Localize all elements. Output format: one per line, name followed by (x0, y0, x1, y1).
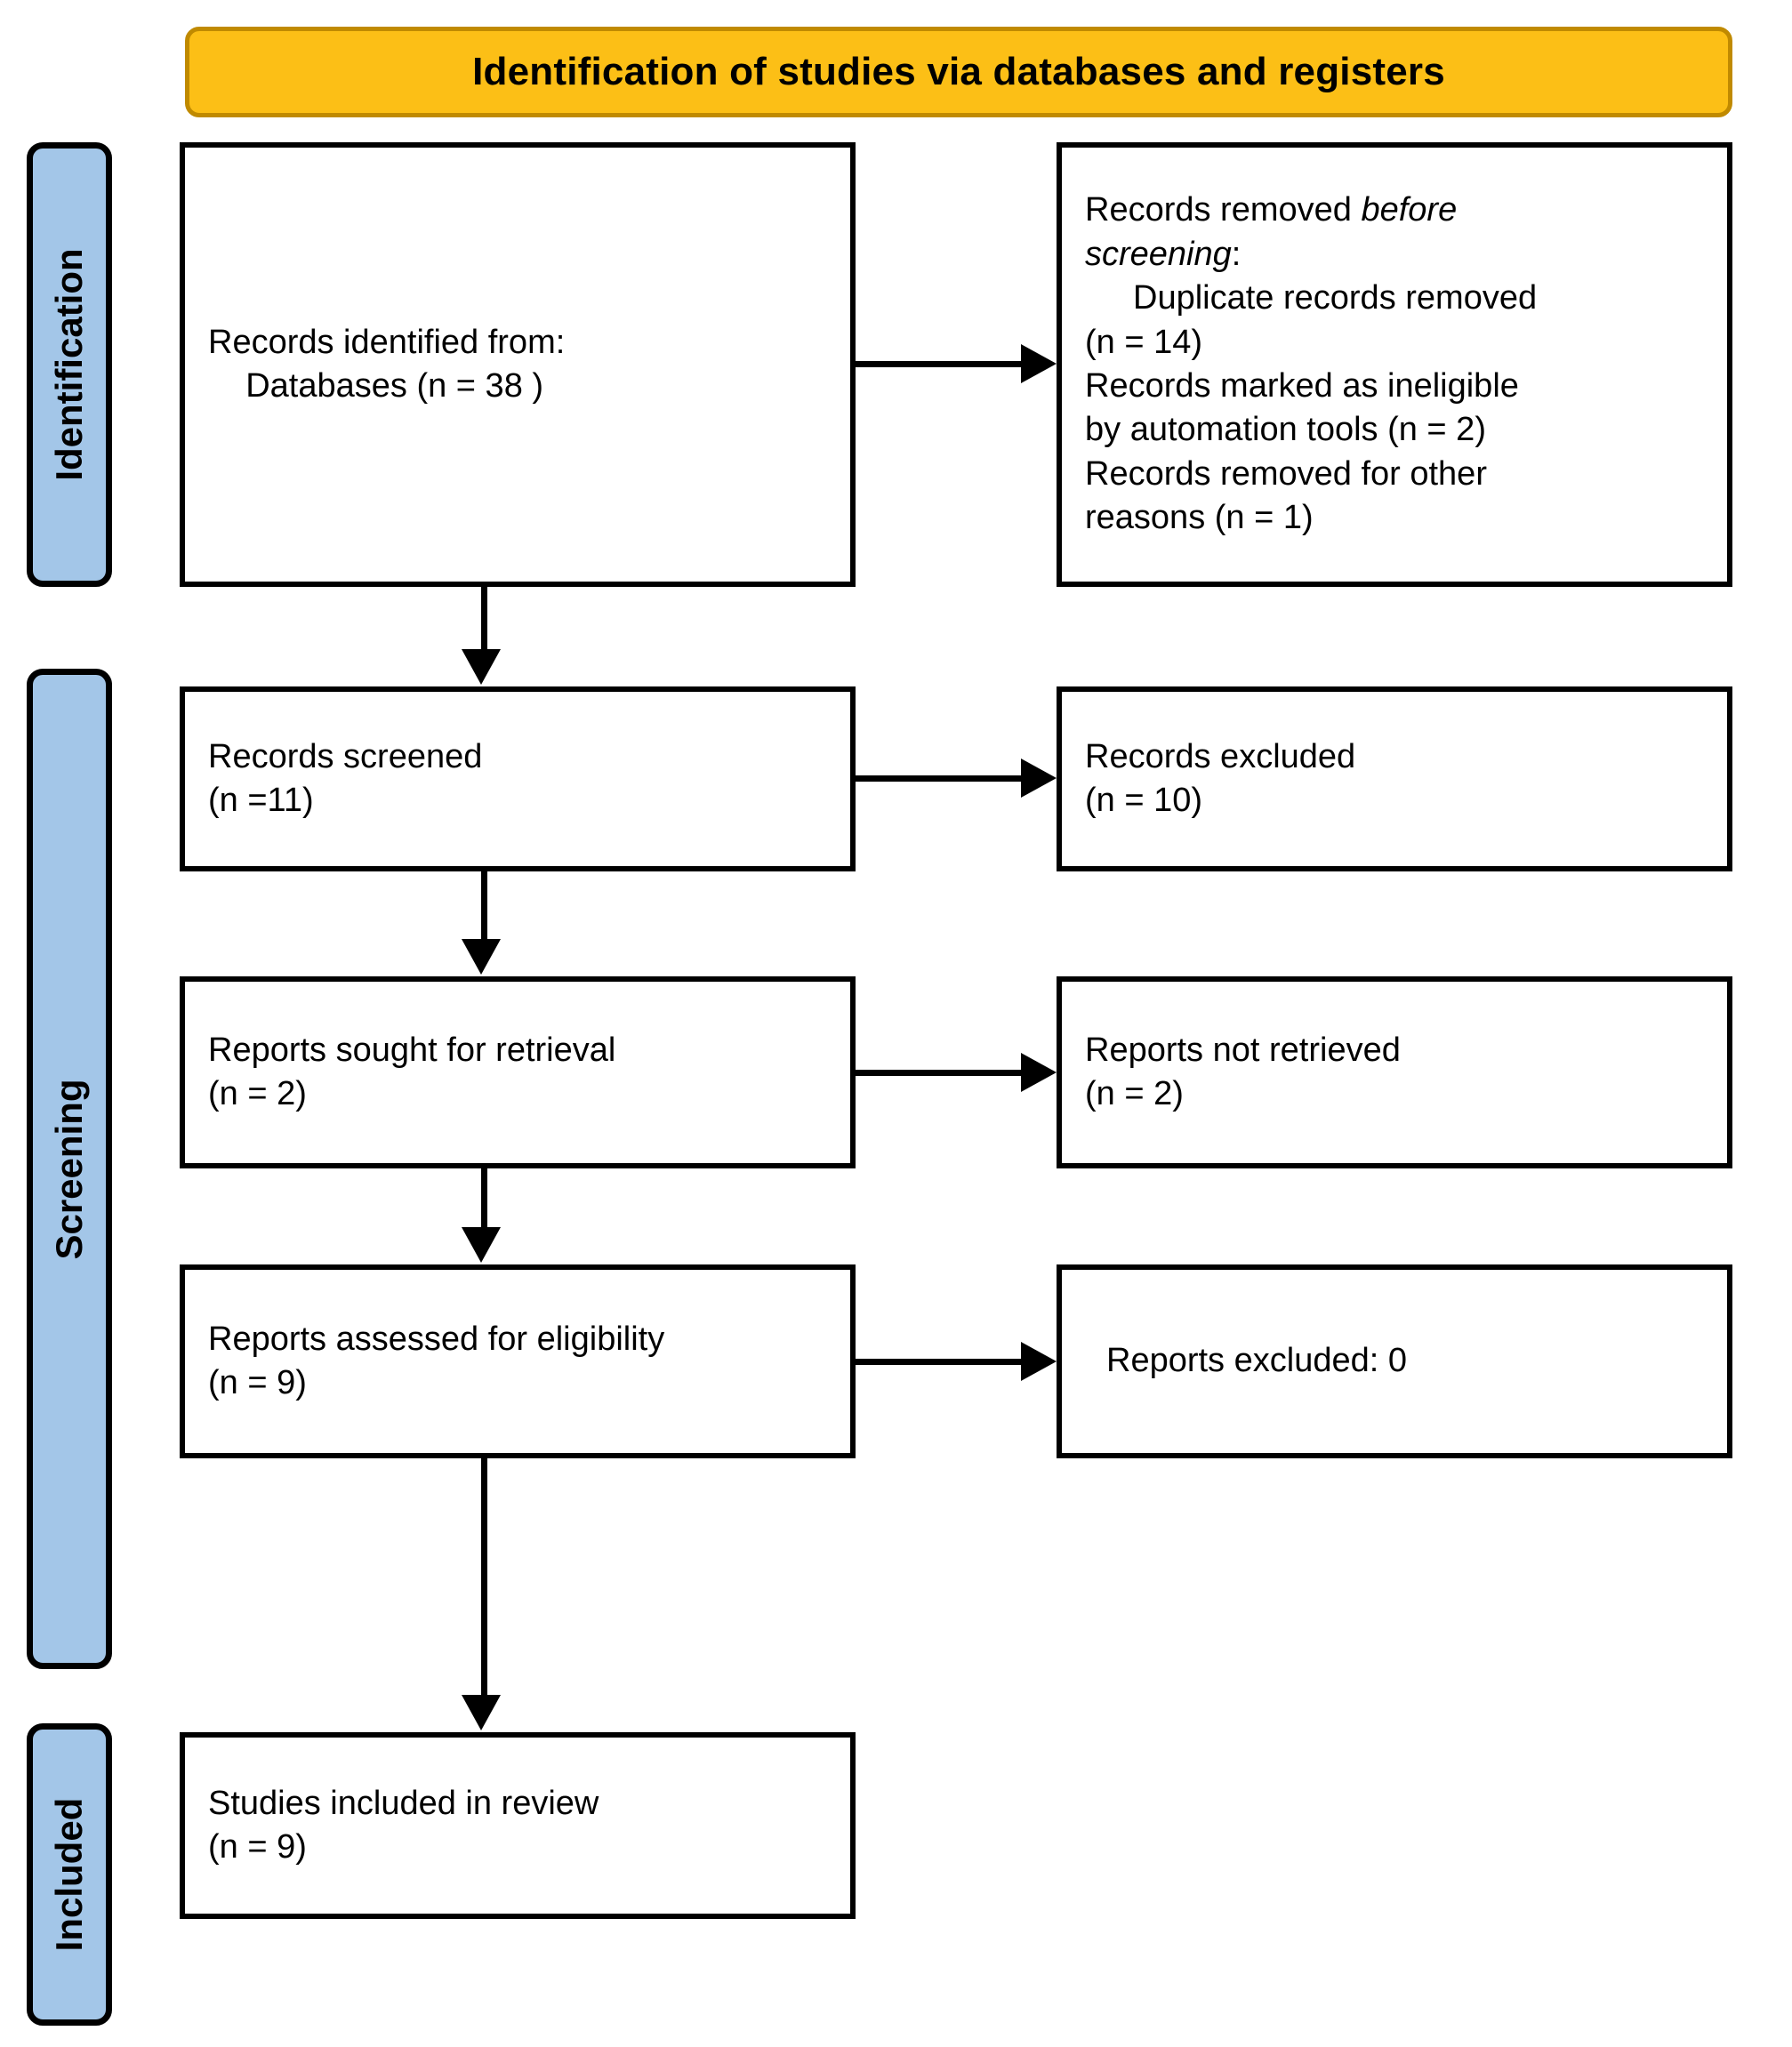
arrow-right-icon (1021, 344, 1057, 383)
box-records-screened: Records screened (n =11) (180, 686, 856, 871)
reports-not-retrieved-line-2: (n = 2) (1085, 1075, 1184, 1112)
arrow-down-icon (462, 1695, 501, 1730)
arrow-right-icon (1021, 1342, 1057, 1381)
records-identified-line-2: Databases (n = 38 ) (208, 367, 544, 405)
records-excluded-line-2: (n = 10) (1085, 782, 1203, 819)
arrow-right-icon (1021, 759, 1057, 798)
records-removed-line-8: reasons (n = 1) (1085, 499, 1314, 537)
box-records-removed-before-screening: Records removed before screening: Duplic… (1057, 142, 1732, 587)
records-identified-line-1: Records identified from: (208, 323, 566, 361)
box-reports-sought-for-retrieval: Reports sought for retrieval (n = 2) (180, 976, 856, 1168)
records-removed-line-2: screening: (1085, 233, 1704, 277)
studies-included-line-2: (n = 9) (208, 1828, 307, 1866)
stage-label-screening: Screening (27, 669, 112, 1669)
records-removed-emphasis-before: before (1361, 191, 1458, 229)
reports-assessed-line-1: Reports assessed for eligibility (208, 1320, 665, 1358)
box-reports-excluded: Reports excluded: 0 (1057, 1264, 1732, 1458)
records-removed-line-5: Records marked as ineligible (1085, 367, 1519, 405)
arrow-right-icon (1021, 1053, 1057, 1092)
reports-excluded-line-1: Reports excluded: 0 (1106, 1342, 1407, 1380)
records-screened-line-2: (n =11) (208, 782, 314, 819)
records-removed-line-1-pre: Records removed (1085, 191, 1362, 229)
box-reports-assessed-for-eligibility: Reports assessed for eligibility (n = 9) (180, 1264, 856, 1458)
stage-label-included-text: Included (48, 1797, 90, 1952)
connector-assessed-to-included-line (481, 1458, 487, 1698)
arrow-down-icon (462, 939, 501, 975)
connector-assessed-to-reports-excluded-line (856, 1359, 1025, 1365)
records-removed-line-4: (n = 14) (1085, 323, 1203, 361)
records-removed-line-1: Records removed before (1085, 189, 1704, 232)
connector-sought-to-assessed-line (481, 1168, 487, 1231)
stage-label-identification-text: Identification (48, 248, 90, 481)
arrow-down-icon (462, 649, 501, 685)
page-title: Identification of studies via databases … (472, 50, 1445, 93)
records-removed-line-3: Duplicate records removed (1133, 279, 1538, 317)
records-removed-line-6: by automation tools (n = 2) (1085, 411, 1486, 449)
stage-label-screening-text: Screening (48, 1078, 90, 1260)
connector-identified-to-screened-line (481, 587, 487, 653)
records-removed-emphasis-screening: screening (1085, 235, 1232, 273)
connector-sought-to-not-retrieved-line (856, 1070, 1025, 1076)
stage-label-included: Included (27, 1723, 112, 2026)
stage-label-identification: Identification (27, 142, 112, 587)
studies-included-line-1: Studies included in review (208, 1784, 599, 1822)
arrow-down-icon (462, 1227, 501, 1263)
box-records-identified: Records identified from: Databases (n = … (180, 142, 856, 587)
records-screened-line-1: Records screened (208, 737, 483, 775)
connector-screened-to-sought-line (481, 871, 487, 941)
reports-sought-line-1: Reports sought for retrieval (208, 1031, 616, 1069)
box-reports-not-retrieved: Reports not retrieved (n = 2) (1057, 976, 1732, 1168)
connector-identified-to-removed-line (856, 361, 1025, 367)
diagram-header-banner: Identification of studies via databases … (185, 27, 1732, 117)
reports-sought-line-2: (n = 2) (208, 1075, 307, 1112)
box-studies-included-in-review: Studies included in review (n = 9) (180, 1732, 856, 1919)
records-removed-line-7: Records removed for other (1085, 454, 1487, 493)
records-removed-line-2-post: : (1231, 235, 1242, 273)
reports-assessed-line-2: (n = 9) (208, 1364, 307, 1401)
box-records-excluded: Records excluded (n = 10) (1057, 686, 1732, 871)
reports-not-retrieved-line-1: Reports not retrieved (1085, 1031, 1401, 1069)
connector-screened-to-excluded-line (856, 775, 1025, 782)
records-excluded-line-1: Records excluded (1085, 737, 1356, 775)
